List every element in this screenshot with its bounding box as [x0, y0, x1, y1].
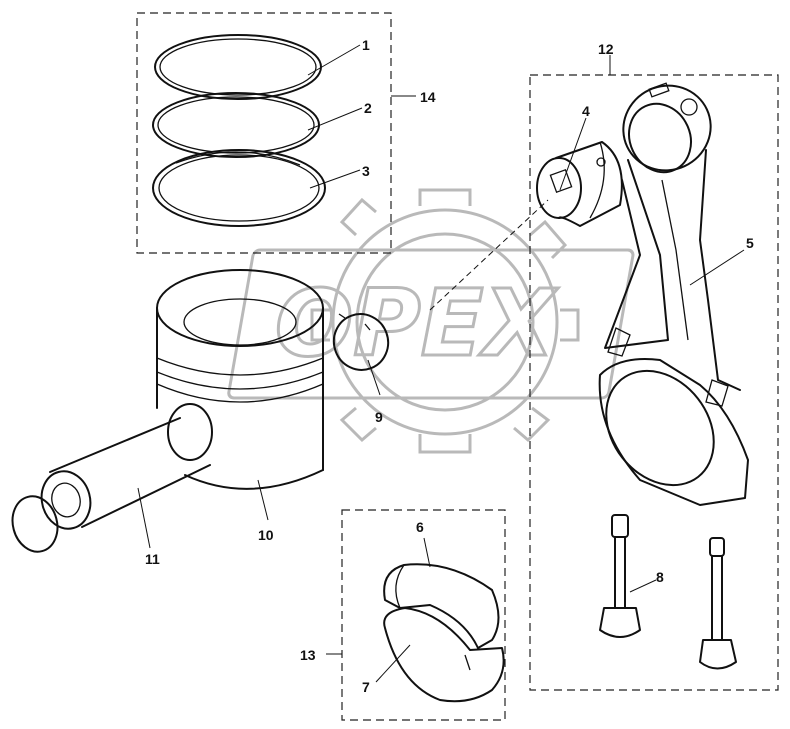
piston-pin [40, 417, 211, 530]
piston [156, 269, 324, 490]
piston-ring-2 [152, 92, 320, 158]
callout-12: 12 [598, 41, 614, 57]
callout-2: 2 [364, 100, 372, 116]
rod-bolt-right [699, 537, 737, 670]
callout-10: 10 [258, 527, 274, 543]
gear-icon [310, 188, 580, 454]
callout-11: 11 [145, 551, 160, 567]
callout-1: 1 [362, 37, 370, 53]
piston-ring-3 [152, 149, 326, 227]
callout-9: 9 [375, 409, 383, 425]
group-box-bearing-shells [341, 509, 506, 721]
callout-14: 14 [420, 89, 436, 105]
callout-5: 5 [746, 235, 754, 251]
group-box-connecting-rod [529, 74, 779, 691]
connecting-rod [598, 82, 749, 506]
circlip-left [11, 495, 59, 553]
watermark-text: OPEX [275, 270, 558, 377]
rod-bolt-left [599, 514, 641, 638]
small-end-bush [536, 141, 623, 227]
watermark-logo: OPEX [227, 188, 635, 454]
callout-8: 8 [656, 569, 664, 585]
bearing-shell-upper [383, 563, 500, 649]
callout-3: 3 [362, 163, 370, 179]
callout-6: 6 [416, 519, 424, 535]
bearing-shell-lower [383, 607, 505, 703]
callout-4: 4 [582, 103, 590, 119]
callout-7: 7 [362, 679, 370, 695]
piston-ring-1 [154, 34, 322, 100]
callout-13: 13 [300, 647, 316, 663]
